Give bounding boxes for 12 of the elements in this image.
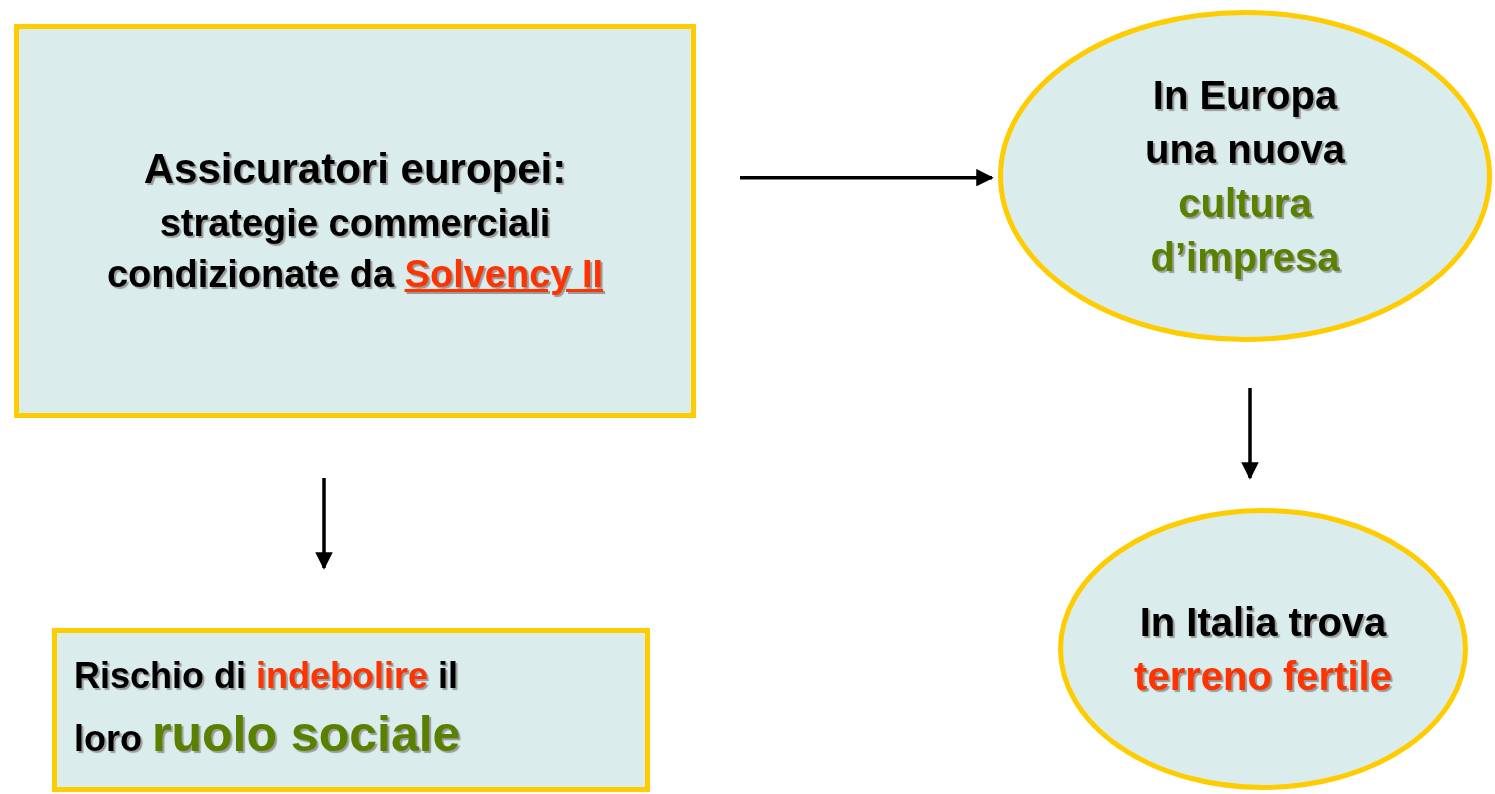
node-text: In Italia trova terreno fertile xyxy=(1133,599,1393,700)
arrow xyxy=(740,168,994,187)
node-text: Rischio di indebolire il loro ruolo sociale xyxy=(74,653,462,764)
arrow xyxy=(1241,388,1259,480)
node-text: strategie commerciali condizionate da Solvency II xyxy=(105,201,605,298)
node-heading: Assicuratori europei: xyxy=(143,144,567,195)
arrow xyxy=(315,478,333,570)
ellipse-node xyxy=(998,10,1492,342)
text-box xyxy=(14,24,696,418)
node-text: In Europa una nuova cultura d’impresa xyxy=(1144,72,1347,281)
text-box xyxy=(52,628,650,792)
ellipse-node xyxy=(1058,508,1468,790)
